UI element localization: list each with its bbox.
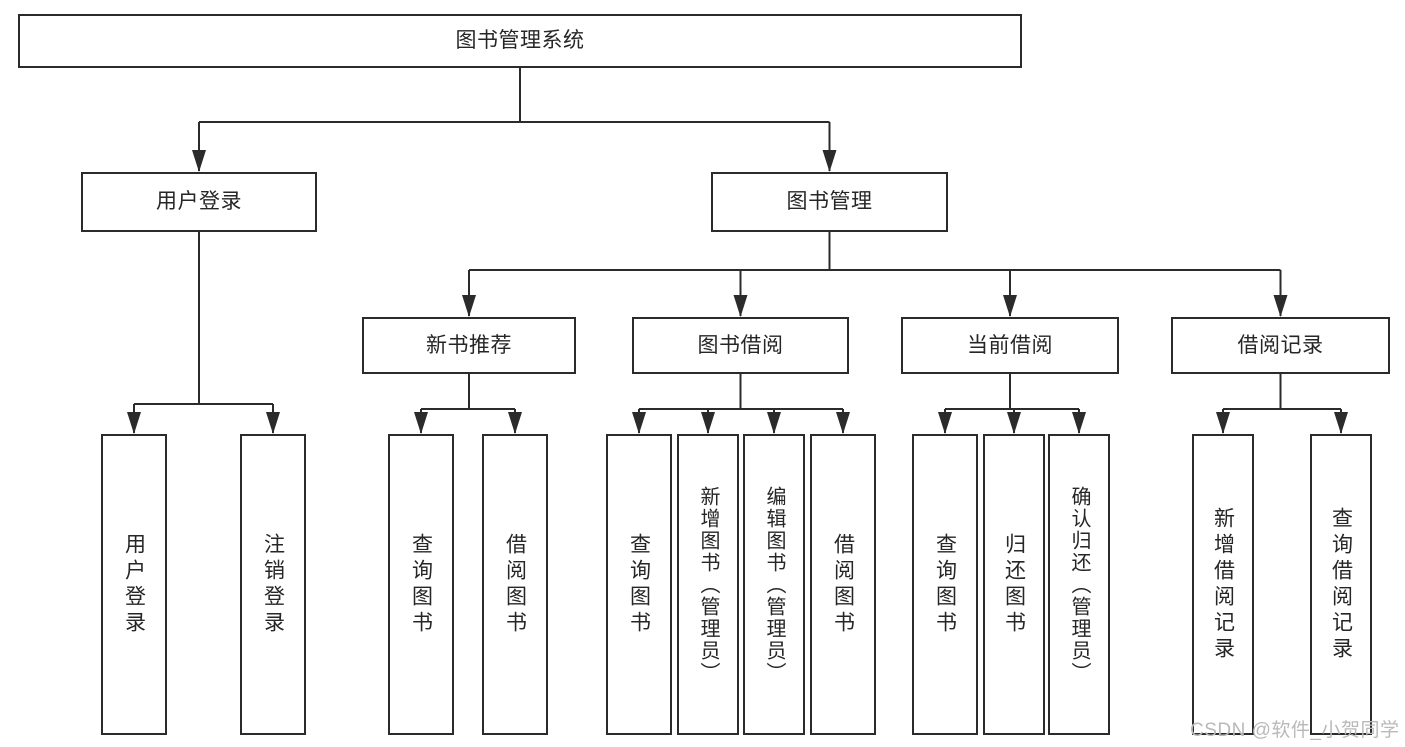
- node-new-book-recommend[interactable]: 新书推荐: [362, 317, 576, 374]
- node-label: 图书借阅: [697, 333, 784, 357]
- node-label: 查询图书: [409, 532, 433, 637]
- node-label: 新增借阅记录: [1211, 506, 1235, 663]
- node-label: 编辑图书（管理员）: [763, 485, 785, 684]
- watermark-text: CSDN @软件_小贺同学: [1190, 720, 1400, 741]
- node-leaf-query-book-1[interactable]: 查询图书: [388, 434, 454, 735]
- node-label: 注销登录: [261, 532, 285, 637]
- node-label: 当前借阅: [967, 333, 1053, 357]
- node-label: 新增图书（管理员）: [697, 485, 719, 684]
- node-label: 用户登录: [122, 532, 146, 637]
- node-leaf-query-book-2[interactable]: 查询图书: [606, 434, 672, 735]
- node-label: 查询图书: [627, 532, 651, 637]
- node-user-login[interactable]: 用户登录: [81, 172, 317, 232]
- node-leaf-query-record[interactable]: 查询借阅记录: [1310, 434, 1372, 735]
- node-leaf-borrow-book-1[interactable]: 借阅图书: [482, 434, 548, 735]
- node-current-borrow[interactable]: 当前借阅: [901, 317, 1119, 374]
- node-book-borrow[interactable]: 图书借阅: [632, 317, 849, 374]
- node-label: 借阅图书: [831, 532, 855, 637]
- node-leaf-user-logout[interactable]: 注销登录: [240, 434, 306, 735]
- node-label: 归还图书: [1002, 532, 1026, 637]
- node-borrow-record[interactable]: 借阅记录: [1171, 317, 1390, 374]
- node-leaf-confirm-return[interactable]: 确认归还（管理员）: [1048, 434, 1110, 735]
- node-leaf-add-book[interactable]: 新增图书（管理员）: [677, 434, 739, 735]
- node-label: 借阅记录: [1237, 333, 1324, 357]
- node-leaf-borrow-book-2[interactable]: 借阅图书: [810, 434, 876, 735]
- node-label: 新书推荐: [426, 333, 512, 357]
- node-label: 查询借阅记录: [1329, 506, 1353, 663]
- node-label: 查询图书: [933, 532, 957, 637]
- node-label: 确认归还（管理员）: [1068, 485, 1090, 684]
- node-label: 用户登录: [156, 190, 242, 214]
- node-label: 借阅图书: [503, 532, 527, 637]
- node-book-manage[interactable]: 图书管理: [711, 172, 948, 232]
- node-root[interactable]: 图书管理系统: [18, 14, 1022, 68]
- node-leaf-edit-book[interactable]: 编辑图书（管理员）: [743, 434, 805, 735]
- node-label: 图书管理: [786, 190, 873, 214]
- node-label: 图书管理系统: [455, 29, 585, 53]
- node-leaf-user-login[interactable]: 用户登录: [101, 434, 167, 735]
- node-leaf-add-record[interactable]: 新增借阅记录: [1192, 434, 1254, 735]
- node-leaf-query-book-3[interactable]: 查询图书: [912, 434, 978, 735]
- node-leaf-return-book[interactable]: 归还图书: [983, 434, 1045, 735]
